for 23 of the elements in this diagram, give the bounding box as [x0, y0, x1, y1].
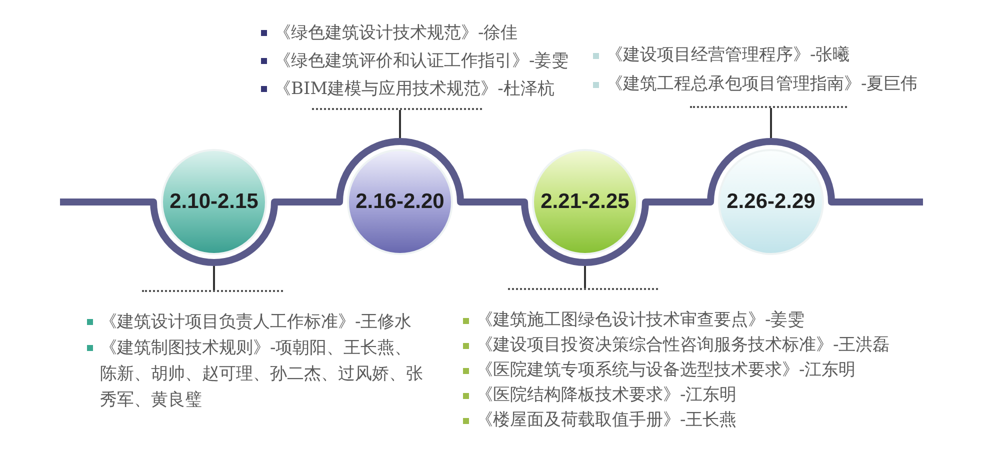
list-item: 《建设项目投资决策综合性咨询服务技术标准》-王洪磊	[476, 334, 890, 357]
list-item: 《医院建筑专项系统与设备选型技术要求》-江东明	[476, 359, 856, 382]
timeline-track	[278, 198, 336, 206]
date-label: 2.16-2.20	[356, 190, 444, 214]
leader-line	[213, 266, 215, 290]
list-item: 《建筑制图技术规则》-项朝阳、王长燕、陈新、胡帅、赵可理、孙二杰、过风娇、张秀军、黄良璧	[100, 337, 424, 412]
list-item: 《建设项目经营管理程序》-张曦	[606, 44, 850, 67]
list-item: 《绿色建筑设计技术规范》-徐佳	[274, 22, 518, 45]
list-item: 《建筑工程总承包项目管理指南》-夏巨伟	[606, 73, 918, 96]
date-label: 2.26-2.29	[726, 190, 816, 214]
leader-line	[584, 266, 586, 288]
list-item: 《医院结构降板技术要求》-江东明	[476, 384, 737, 407]
list-item: 《绿色建筑评价和认证工作指引》-姜雯	[274, 50, 569, 73]
list-item: 《楼屋面及荷载取值手册》-王长燕	[476, 409, 737, 432]
timeline-track	[464, 198, 521, 206]
list-item: 《BIM建模与应用技术规范》-杜泽杭	[274, 78, 554, 101]
list-item: 《建筑设计项目负责人工作标准》-王修水	[100, 311, 412, 334]
leader-line	[399, 110, 401, 138]
date-label: 2.10-2.15	[170, 190, 258, 214]
date-label: 2.21-2.25	[540, 190, 630, 214]
timeline-track	[649, 198, 707, 206]
leader-line	[770, 108, 772, 138]
list-item: 《建筑施工图绿色设计技术审查要点》-姜雯	[476, 309, 805, 332]
